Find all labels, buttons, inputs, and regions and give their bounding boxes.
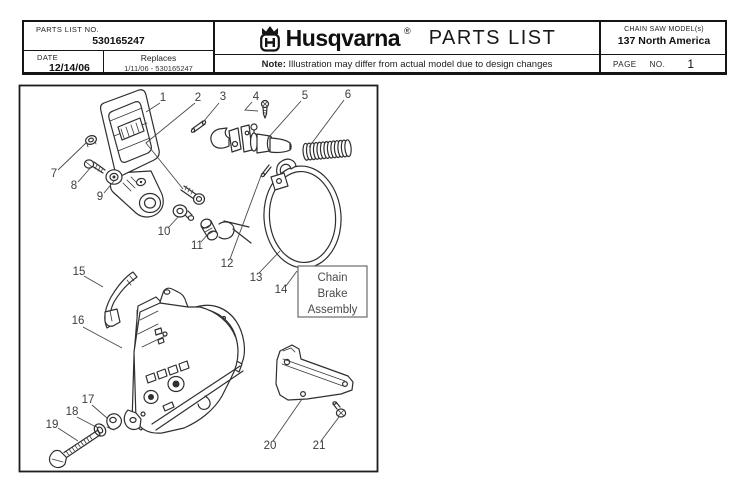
part-2-bolt <box>180 185 206 205</box>
callout-5-label: 5 <box>302 90 308 102</box>
part-16-clutch-cover <box>123 287 246 434</box>
callout-11-leader <box>200 233 209 243</box>
header-table: PARTS LIST NO. 530165247 DATE 12/14/06 R… <box>22 20 727 75</box>
assembly-label-line-1: Chain <box>317 272 347 284</box>
callout-15-label: 15 <box>73 266 86 278</box>
note-text: Illustration may differ from actual mode… <box>285 58 553 70</box>
replaces-value: 1/11/06 - 530165247 <box>124 64 193 73</box>
replaces-label: Replaces <box>140 53 177 63</box>
husqvarna-crowned-h-icon <box>259 25 280 52</box>
callout-8-label: 8 <box>71 180 77 192</box>
callout-12-label: 12 <box>221 258 234 270</box>
part-7-nut <box>85 135 97 148</box>
note-cell: Note: Illustration may differ from actua… <box>215 55 601 73</box>
callout-11-label: 11 <box>191 240 203 252</box>
part-3-pin <box>190 120 207 133</box>
part-21-screw <box>332 401 347 418</box>
page-no-label: NO. <box>649 59 666 69</box>
date-cell: DATE 12/14/06 <box>24 51 104 74</box>
part-8-screw <box>83 159 106 174</box>
brand-cell: Husqvarna ® PARTS LIST <box>215 22 601 55</box>
model-value: 137 North America <box>617 35 711 47</box>
callout-6-label: 6 <box>345 89 351 101</box>
page-label: PAGE <box>613 59 637 69</box>
callout-3-leader <box>203 102 220 122</box>
brand-name: Husqvarna <box>285 24 401 51</box>
model-cell: CHAIN SAW MODEL(s) 137 North America <box>601 22 727 55</box>
replaces-cell: Replaces 1/11/06 - 530165247 <box>104 51 215 73</box>
assembly-label-line-3: Assembly <box>308 304 358 316</box>
callout-10-label: 10 <box>158 226 171 238</box>
callout-6-leader <box>308 99 345 148</box>
callout-2-label: 2 <box>195 92 201 104</box>
callout-5-leader <box>267 100 302 139</box>
callout-1-label: 1 <box>160 92 166 104</box>
part-20-guard-plate <box>275 344 354 401</box>
registered-mark: ® <box>404 26 411 36</box>
part-19-bolt <box>48 429 101 469</box>
callout-17-leader <box>91 404 108 419</box>
callout-19-leader <box>57 427 79 442</box>
part-6-spring <box>302 139 352 161</box>
callout-18-leader <box>76 416 97 428</box>
assembly-label-box: Chain Brake Assembly <box>297 265 368 318</box>
callout-7-leader <box>57 141 88 171</box>
assembly-label-line-2: Brake <box>317 288 347 300</box>
callout-9-leader <box>103 180 115 194</box>
parts-list-no-value: 530165247 <box>92 35 145 47</box>
callout-14-label: 14 <box>275 284 288 296</box>
note-line: Note: Illustration may differ from actua… <box>262 59 553 70</box>
doc-title: PARTS LIST <box>428 26 557 49</box>
callout-20-leader <box>272 398 303 442</box>
callout-20-label: 20 <box>264 440 277 452</box>
callout-8-leader <box>77 165 93 183</box>
callout-2-leader <box>145 102 196 190</box>
callout-19-label: 19 <box>46 419 59 431</box>
callout-10-leader <box>167 215 180 229</box>
callout-12-leader <box>229 172 263 260</box>
callout-21-label: 21 <box>313 440 326 452</box>
part-13-brake-band <box>263 158 342 269</box>
parts-list-no-cell: PARTS LIST NO. 530165247 <box>24 22 215 51</box>
callout-1-leader <box>145 102 161 113</box>
page-number-value: 1 <box>687 57 694 71</box>
date-label: DATE <box>37 53 59 62</box>
callout-4-label: 4 <box>253 91 260 103</box>
brand-row: Husqvarna ® PARTS LIST <box>258 25 557 52</box>
part-1-hand-guard <box>100 89 164 218</box>
note-label: Note: <box>261 58 286 70</box>
part-9-bushing <box>105 169 123 185</box>
part-5-brake-lever <box>210 123 292 154</box>
callout-16-leader <box>82 326 123 349</box>
callout-15-leader <box>83 275 104 288</box>
callout-3-label: 3 <box>220 91 226 103</box>
callout-9-label: 9 <box>97 191 103 203</box>
part-15-strap <box>104 271 138 329</box>
callout-21-leader <box>320 416 340 442</box>
model-label: CHAIN SAW MODEL(s) <box>624 26 704 33</box>
callout-17-label: 17 <box>82 394 95 406</box>
callout-13-label: 13 <box>250 272 263 284</box>
part-11-piston-clip <box>200 218 252 244</box>
date-value: 12/14/06 <box>49 62 90 74</box>
callout-16-label: 16 <box>72 315 85 327</box>
parts-list-no-label: PARTS LIST NO. <box>36 25 100 34</box>
callout-7-label: 7 <box>51 168 57 180</box>
part-10-plug <box>172 204 195 221</box>
part-17-cap <box>106 413 122 431</box>
callout-13-leader <box>258 250 281 274</box>
callout-18-label: 18 <box>66 406 79 418</box>
page-no-cell: PAGE NO. 1 <box>601 55 727 73</box>
part-4-screw <box>260 99 270 119</box>
part-12-pin <box>260 164 272 178</box>
callout-14-leader <box>285 270 298 287</box>
callout-4-leader <box>244 101 259 112</box>
